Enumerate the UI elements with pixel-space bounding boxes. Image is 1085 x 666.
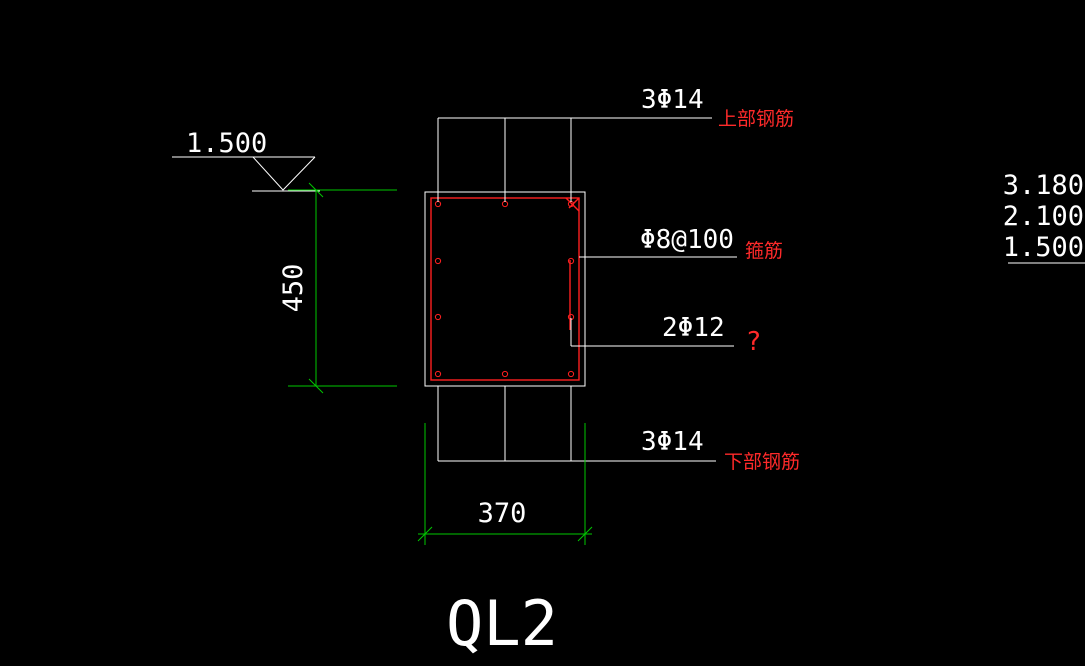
height-tick-bottom (308, 378, 324, 394)
height-dim-value: 450 (278, 264, 309, 313)
width-tick-right (577, 526, 593, 542)
top-rebar-label: 上部钢筋 (718, 108, 794, 130)
width-tick-left (417, 526, 433, 542)
stirrup-spec: Φ8@100 (640, 225, 734, 255)
width-dim-value: 370 (478, 498, 527, 529)
side-rebar-spec: 2Φ12 (662, 313, 725, 343)
elevation-value-2: 2.100 (1003, 201, 1084, 232)
section-outline (424, 191, 586, 387)
side-rebar-callout: 2Φ12 ? (570, 313, 761, 357)
rebar-bottom-left (434, 370, 442, 378)
side-rebar-label: ? (747, 327, 761, 357)
stirrup-outline (430, 197, 580, 381)
height-tick-top (308, 182, 324, 198)
stirrup-label: 箍筋 (745, 240, 783, 262)
section-title: QL2 (446, 587, 558, 660)
top-rebar-callout: 3Φ14 上部钢筋 (437, 85, 794, 202)
width-dimension: 370 (417, 423, 593, 545)
elevation-marker: 1.500 (172, 128, 320, 192)
bottom-rebar-spec: 3Φ14 (641, 427, 704, 457)
rebar-side-left-lower (434, 313, 442, 321)
height-dimension: 450 (278, 182, 397, 394)
rebar-side-right-upper (567, 257, 575, 265)
elevation-marker-value: 1.500 (186, 128, 267, 159)
elevation-value-3: 1.500 (1003, 232, 1084, 263)
rebar-bottom-right (567, 370, 575, 378)
rebar-top-middle (501, 200, 509, 208)
bottom-rebar-callout: 3Φ14 下部钢筋 (437, 386, 800, 473)
elevation-value-1: 3.180 (1003, 170, 1084, 201)
rebar-top-left (434, 200, 442, 208)
elevation-list: 3.180 2.100 1.500 (1003, 170, 1085, 264)
rebar-side-left-upper (434, 257, 442, 265)
stirrup-callout: Φ8@100 箍筋 (579, 225, 783, 262)
beam-section (424, 191, 586, 387)
top-rebar-spec: 3Φ14 (641, 85, 704, 115)
elevation-triangle-icon (252, 156, 316, 191)
rebar-bottom-middle (501, 370, 509, 378)
bottom-rebar-label: 下部钢筋 (724, 451, 800, 473)
